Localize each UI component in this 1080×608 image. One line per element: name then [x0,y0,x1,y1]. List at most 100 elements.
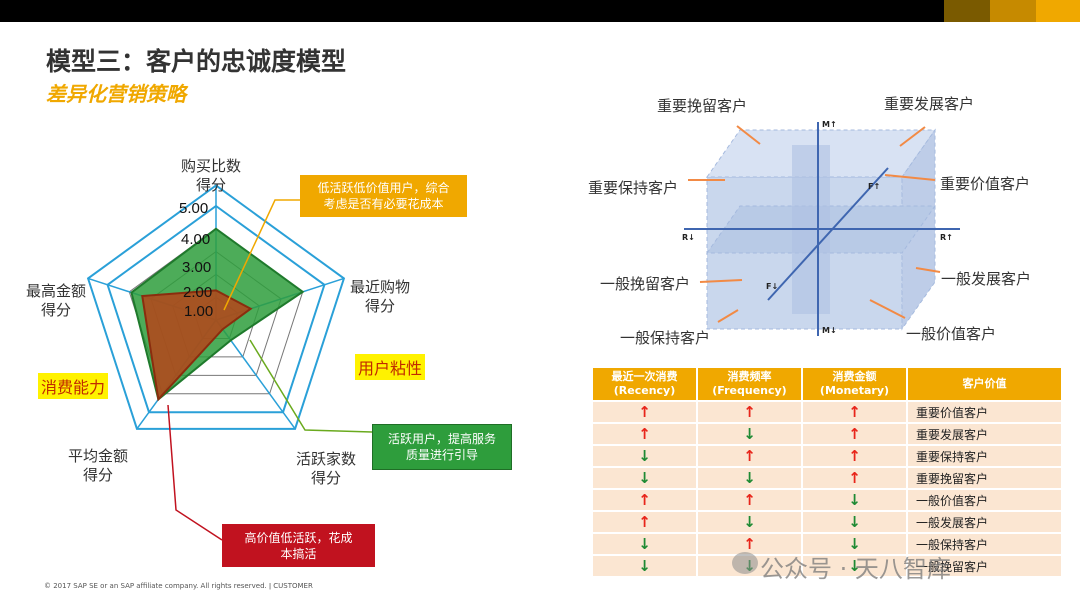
arrow-up-icon: ↑ [848,425,861,443]
rfm-cell-m: ↓ [803,534,908,554]
cube-label-important-develop: 重要发展客户 [884,95,975,113]
rfm-cell-value: 一般价值客户 [908,490,1063,510]
axis-tag-f-up: F↑ [868,182,881,191]
page-title: 模型三：客户的忠诚度模型 [46,47,347,76]
arrow-down-icon: ↓ [743,469,756,487]
rfm-cell-value: 一般保持客户 [908,534,1063,554]
rfm-row: ↑ ↑ ↓ 一般价值客户 [593,490,1063,510]
rfm-row: ↓ ↑ ↑ 重要保持客户 [593,446,1063,466]
rfm-cell-r: ↓ [593,468,698,488]
arrow-up-icon: ↑ [743,535,756,553]
rfm-cell-r: ↓ [593,556,698,576]
rfm-cell-r: ↓ [593,534,698,554]
rfm-row: ↓ ↑ ↓ 一般保持客户 [593,534,1063,554]
pointer-mid-right [884,174,936,181]
rfm-cell-f: ↓ [698,512,803,532]
top-bar-accent-2 [990,0,1036,22]
callout-active-users: 活跃用户，提高服务 质量进行引导 [372,424,512,470]
rfm-cell-r: ↑ [593,512,698,532]
cube-label-general-retain: 一般挽留客户 [600,275,691,293]
rfm-cell-m: ↓ [803,512,908,532]
axis-tag-m-up: M↑ [822,120,837,129]
rfm-cell-r: ↑ [593,424,698,444]
rfm-cell-value: 一般发展客户 [908,512,1063,532]
arrow-up-icon: ↑ [638,513,651,531]
pointer-top-right [899,126,926,147]
rfm-header-value: 客户价值 [908,368,1063,400]
pointer-bottom-right [869,299,906,319]
radar-axis-label-max-amount: 最高金额得分 [26,282,87,319]
radar-tick-4: 4.00 [181,231,211,248]
radar-axis-label-purchase-count: 购买比数得分 [181,157,242,194]
arrow-up-icon: ↑ [848,469,861,487]
rfm-row: ↑ ↓ ↓ 一般发展客户 [593,512,1063,532]
radar-customer-area [141,289,253,402]
callout-high-value: 高价值低活跃，花成 本搞活 [222,524,375,567]
radar-tick-1: 1.00 [184,303,214,320]
top-bar-accent-1 [944,0,990,22]
radar-tick-2: 2.00 [183,284,213,301]
pointer-top-left [736,125,761,145]
cube-label-important-retain: 重要挽留客户 [657,97,748,115]
radar-tick-5: 5.00 [179,200,209,217]
arrow-up-icon: ↑ [743,403,756,421]
rfm-header-frequency: 消费频率 (Frequency) [698,368,803,400]
footer-copyright: © 2017 SAP SE or an SAP affiliate compan… [44,582,313,590]
axis-tag-r-down: R↓ [682,233,695,242]
pointer-bottom-left [717,309,739,323]
top-bar-accent-3 [1036,0,1080,22]
rfm-cell-m: ↑ [803,468,908,488]
rfm-cell-value: 一般挽留客户 [908,556,1063,576]
arrow-down-icon: ↓ [848,557,861,575]
callout-low-leader [223,199,300,311]
arrow-down-icon: ↓ [848,535,861,553]
arrow-down-icon: ↓ [638,557,651,575]
arrow-down-icon: ↓ [638,535,651,553]
rfm-cell-f: ↑ [698,446,803,466]
rfm-table: 最近一次消费 (Recency) 消费频率 (Frequency) 消费金额 (… [593,366,1063,578]
rfm-cell-m: ↑ [803,402,908,422]
rfm-table-body: ↑↑↑重要价值客户↑↓↑重要发展客户↓↑↑重要保持客户↓↓↑重要挽留客户↑↑↓一… [593,402,1063,576]
rfm-cell-r: ↑ [593,402,698,422]
rfm-cell-f: ↑ [698,402,803,422]
wechat-icon [732,552,758,574]
rfm-cell-value: 重要价值客户 [908,402,1063,422]
rfm-cell-value: 重要保持客户 [908,446,1063,466]
callout-active-leader [249,339,373,433]
rfm-cell-value: 重要挽留客户 [908,468,1063,488]
axis-tag-m-down: M↓ [822,326,837,335]
rfm-cell-f: ↑ [698,490,803,510]
rfm-table-header-row: 最近一次消费 (Recency) 消费频率 (Frequency) 消费金额 (… [593,368,1063,400]
arrow-up-icon: ↑ [638,491,651,509]
arrow-up-icon: ↑ [848,447,861,465]
page-subtitle: 差异化营销策略 [46,82,186,106]
arrow-up-icon: ↑ [743,447,756,465]
f-axis [767,167,889,301]
cube-label-important-value: 重要价值客户 [940,175,1031,193]
callout-high-leader [167,404,223,541]
rfm-cell-f: ↑ [698,534,803,554]
rfm-cell-m: ↑ [803,446,908,466]
radar-outer-frame [86,184,346,430]
axis-tag-r-up: R↑ [940,233,953,242]
arrow-down-icon: ↓ [848,513,861,531]
radar-axis-label-recent-purchase: 最近购物得分 [350,278,411,315]
rfm-cell-m: ↓ [803,490,908,510]
rfm-header-monetary: 消费金额 (Monetary) [803,368,908,400]
arrow-down-icon: ↓ [848,491,861,509]
rfm-row: ↓↓↓一般挽留客户 [593,556,1063,576]
rfm-cell-value: 重要发展客户 [908,424,1063,444]
cube-label-general-develop: 一般发展客户 [941,270,1032,288]
callout-low-value: 低活跃低价值用户，综合 考虑是否有必要花成本 [300,175,467,217]
top-bar [0,0,1080,22]
radar-axis-label-average-amount: 平均金额得分 [68,447,129,484]
rfm-cell-f: ↓ [698,468,803,488]
arrow-up-icon: ↑ [638,403,651,421]
arrow-down-icon: ↓ [638,447,651,465]
stickiness-highlight: 用户粘性 [355,354,426,380]
rfm-cell-r: ↓ [593,446,698,466]
rfm-header-recency: 最近一次消费 (Recency) [593,368,698,400]
arrow-down-icon: ↓ [638,469,651,487]
